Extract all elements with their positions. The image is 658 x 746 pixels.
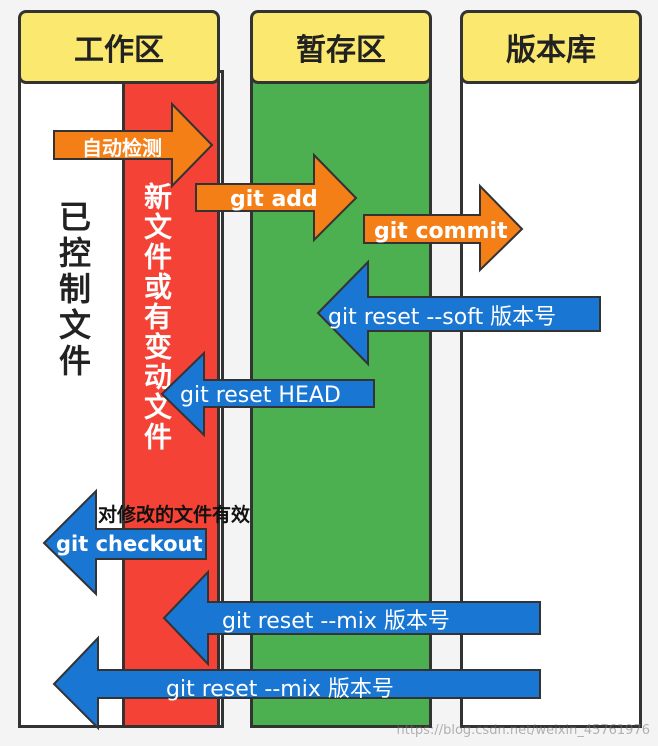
header-staging: 暂存区: [250, 10, 432, 84]
reset-mix-arrow-2: [52, 635, 541, 731]
checkout-label: git checkout: [56, 532, 203, 556]
header-repository: 版本库: [460, 10, 642, 84]
git-add-arrow: [195, 152, 358, 243]
git-add-label: git add: [230, 186, 318, 212]
reset-mix-arrow-1: [162, 569, 541, 667]
new-or-changed-files-label: 新文件或有变动文件: [140, 182, 173, 452]
reset-mix-label-2: git reset --mix 版本号: [166, 677, 394, 702]
auto-detect-label: 自动检测: [82, 135, 162, 160]
checkout-note: 对修改的文件有效: [98, 504, 251, 526]
reset-soft-arrow: [316, 259, 601, 367]
checkout-arrow: [42, 488, 207, 597]
watermark-text: https://blog.csdn.net/weixin_45761976: [396, 723, 650, 738]
tracked-files-label: 已控制文件: [54, 200, 92, 380]
reset-head-label: git reset HEAD: [180, 382, 341, 408]
auto-detect-arrow: [53, 101, 214, 189]
reset-soft-label: git reset --soft 版本号: [328, 305, 557, 330]
reset-head-arrow: [160, 350, 375, 438]
git-commit-arrow: [363, 183, 524, 273]
git-commit-label: git commit: [374, 218, 508, 244]
reset-mix-label-1: git reset --mix 版本号: [222, 609, 450, 634]
header-workspace: 工作区: [18, 10, 220, 84]
